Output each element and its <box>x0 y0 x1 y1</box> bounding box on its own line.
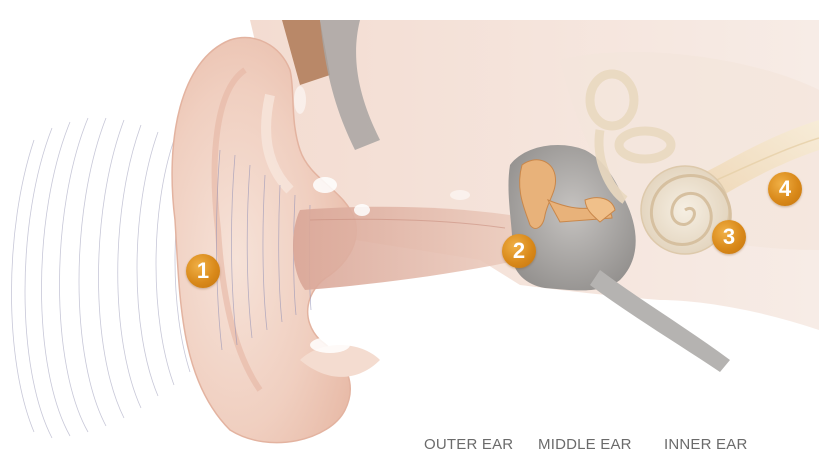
ear-canal <box>293 207 520 290</box>
marker-4-auditory-nerve: 4 <box>768 172 802 206</box>
section-label-inner-ear: INNER EAR <box>664 436 747 453</box>
marker-1-outer-ear: 1 <box>186 254 220 288</box>
marker-3-cochlea: 3 <box>712 220 746 254</box>
marker-2-middle-ear: 2 <box>502 234 536 268</box>
section-label-outer-ear: OUTER EAR <box>424 436 513 453</box>
section-label-middle-ear: MIDDLE EAR <box>538 436 632 453</box>
